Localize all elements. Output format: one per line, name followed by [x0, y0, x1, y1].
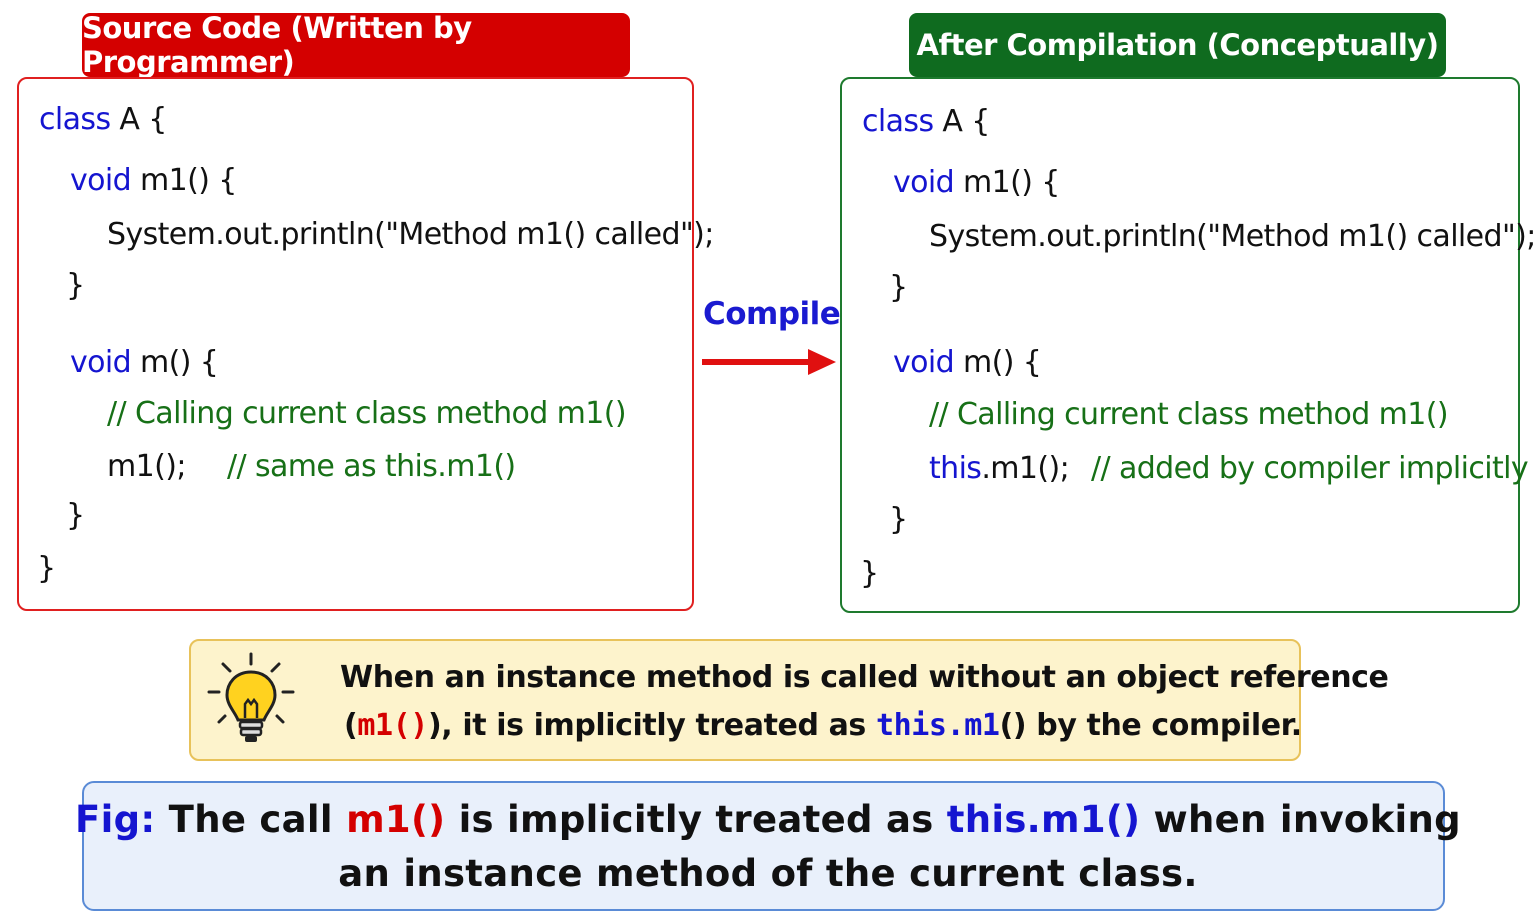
compiled-code-title: After Compilation (Conceptually) — [909, 13, 1446, 77]
out-line-comment: // Calling current class method m1() — [929, 397, 1449, 432]
out-line-println: System.out.println("Method m1() called")… — [929, 219, 1536, 254]
src-line-close-m: } — [66, 498, 85, 533]
out-line-close-m: } — [889, 502, 908, 537]
source-code-title: Source Code (Written by Programmer) — [82, 11, 630, 79]
tip-text-line2: (m1()), it is implicitly treated as this… — [344, 708, 1302, 743]
out-line-void-m1: void m1() { — [893, 165, 1060, 200]
out-line-class: class A { — [862, 104, 990, 139]
lightbulb-icon — [207, 652, 295, 742]
figure-caption-line1: Fig: The call m1() is implicitly treated… — [75, 798, 1461, 841]
figure-caption-box — [82, 781, 1445, 911]
out-line-close-m1: } — [889, 270, 908, 305]
src-line-comment: // Calling current class method m1() — [107, 396, 627, 431]
src-line-void-m: void m() { — [70, 345, 219, 380]
tip-box — [189, 639, 1301, 761]
out-line-this-m1-call: this.m1();// added by compiler implicitl… — [929, 451, 1529, 486]
figure-caption-line2: an instance method of the current class. — [338, 852, 1198, 895]
source-code-panel — [17, 77, 694, 611]
compiled-code-panel — [840, 77, 1520, 613]
src-line-void-m1: void m1() { — [70, 163, 237, 198]
src-line-println: System.out.println("Method m1() called")… — [107, 217, 714, 252]
compiler-label: Compiler — [703, 296, 856, 332]
src-line-close-m1: } — [66, 268, 85, 303]
out-line-void-m: void m() { — [893, 345, 1042, 380]
tip-text-line1: When an instance method is called withou… — [340, 660, 1389, 695]
arrow-right-icon — [702, 349, 836, 375]
src-line-close-class: } — [37, 551, 56, 586]
src-line-class: class A { — [39, 102, 167, 137]
out-line-close-class: } — [860, 556, 879, 591]
src-line-m1-call: m1();// same as this.m1() — [107, 449, 516, 484]
